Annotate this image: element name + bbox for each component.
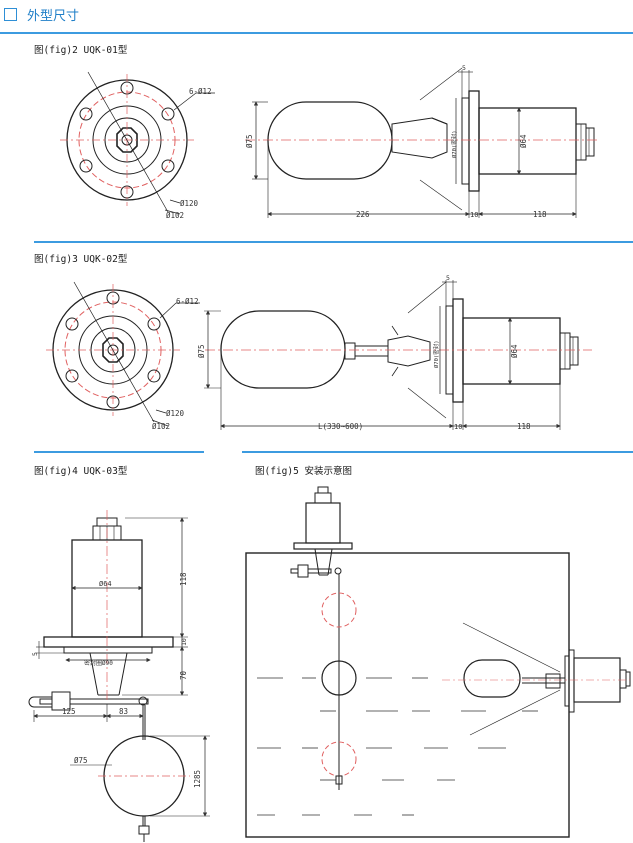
fig2-len: 226 xyxy=(356,210,370,219)
fig4-gap: 5 xyxy=(31,652,39,656)
fig3-flange: 10 xyxy=(454,423,462,431)
fig2-d120: Ø120 xyxy=(180,199,199,208)
fig2-body: 118 xyxy=(533,210,547,219)
fig3-holes: 6-Ø12 xyxy=(176,297,199,306)
fig3-body: 118 xyxy=(517,422,531,431)
fig5-water-lines xyxy=(257,677,538,816)
fig4-d75: Ø75 xyxy=(74,756,88,765)
fig3-gap: 5 xyxy=(446,274,450,282)
fig2-d75: Ø75 xyxy=(245,134,254,148)
fig3-len: L(330~600) xyxy=(318,422,363,431)
fig4-flange: 10 xyxy=(180,638,188,646)
fig2-flange: 10 xyxy=(470,211,478,219)
fig3-d120: Ø120 xyxy=(166,409,185,418)
divider-fig3-left xyxy=(34,451,204,453)
fig4-body: 118 xyxy=(179,572,188,586)
fig4-drop: 70 xyxy=(179,670,188,680)
fig4-seal: 密封圈Ø90 xyxy=(84,659,113,667)
fig3-d64: Ø64 xyxy=(510,344,519,358)
fig3-flange-view xyxy=(46,281,200,427)
fig3-d75: Ø75 xyxy=(197,344,206,358)
fig4-arm: 125 xyxy=(62,707,76,716)
fig4-label: 图(fig)4 UQK-03型 xyxy=(34,466,128,477)
fig4-d64: Ø64 xyxy=(99,580,112,588)
divider-fig2 xyxy=(34,241,633,243)
fig2-seal: Ø70(密封) xyxy=(450,130,458,158)
fig2-gap: 5 xyxy=(462,64,466,72)
fig2-label: 图(fig)2 UQK-01型 xyxy=(34,45,128,56)
fig2-side-view xyxy=(245,67,600,218)
fig3-seal: Ø70(密封) xyxy=(432,340,440,368)
fig2-d64: Ø64 xyxy=(519,134,528,148)
fig2-flange-view xyxy=(60,71,215,215)
fig3-side-view xyxy=(204,280,592,430)
fig3-d102: Ø102 xyxy=(152,422,170,431)
fig2-d102: Ø102 xyxy=(166,211,184,220)
header-divider xyxy=(0,32,633,34)
fig4-height: 1285 xyxy=(193,770,202,788)
divider-fig3-right xyxy=(242,451,633,453)
fig5-tank xyxy=(245,486,631,838)
fig5-label: 图(fig)5 安装示意图 xyxy=(255,466,353,477)
fig4-arm2: 83 xyxy=(119,707,128,716)
section-title: 外型尺寸 xyxy=(27,8,80,24)
fig2-holes: 6-Ø12 xyxy=(189,87,212,96)
section-marker-icon xyxy=(4,7,17,21)
fig4-drawing xyxy=(28,510,210,842)
fig3-label: 图(fig)3 UQK-02型 xyxy=(34,254,128,265)
section-header: 外型尺寸 xyxy=(4,5,80,24)
